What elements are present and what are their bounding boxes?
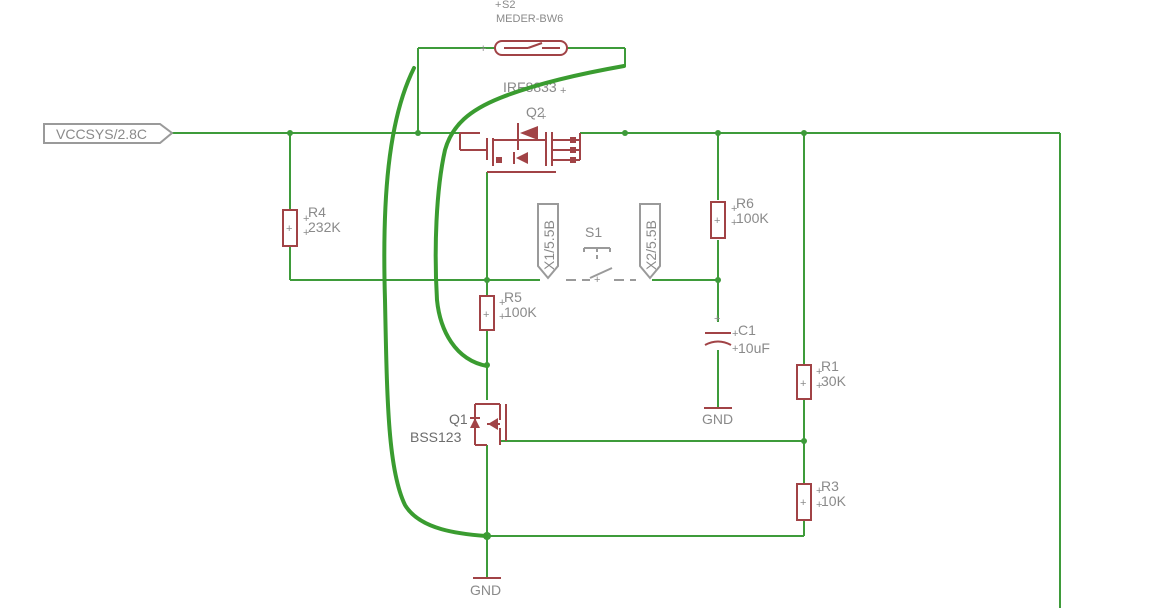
svg-text:+: +	[816, 485, 822, 497]
x2-connector: X2/5.5B	[639, 203, 661, 280]
s1-name: S1	[585, 224, 602, 240]
r3-name: R3	[821, 478, 839, 494]
q1-value: BSS123	[410, 429, 462, 445]
svg-text:+: +	[560, 85, 566, 97]
c1-ground-symbol: GND	[702, 407, 733, 427]
svg-text:+: +	[499, 297, 505, 309]
svg-text:+: +	[800, 497, 806, 509]
junctions	[287, 130, 807, 540]
r4-name: R4	[308, 204, 326, 220]
q1-name: Q1	[449, 411, 468, 427]
vccsys-net-label: VCCSYS/2.8C	[43, 123, 174, 144]
svg-text:+: +	[480, 43, 486, 55]
r3-value: 10K	[821, 493, 847, 509]
vccsys-text: VCCSYS/2.8C	[56, 126, 147, 142]
svg-text:+: +	[731, 203, 737, 215]
svg-text:+: +	[594, 274, 600, 286]
svg-text:+: +	[495, 0, 501, 11]
r1-value: 30K	[821, 373, 847, 389]
gnd-label-bottom: GND	[470, 582, 501, 598]
gnd-label-c1: GND	[702, 411, 733, 427]
c1-capacitor: + + + C1 10uF	[704, 313, 770, 356]
svg-text:+: +	[303, 227, 309, 239]
svg-text:+: +	[714, 215, 720, 227]
s2-reed-switch: + + S2 MEDER-BW6	[480, 0, 568, 56]
r3-resistor: + + + R3 10K	[796, 478, 847, 521]
r1-resistor: + + + R1 30K	[796, 358, 847, 400]
q2-mosfet: + + IRF8833 Q2	[459, 79, 581, 173]
c1-name: C1	[738, 322, 756, 338]
svg-text:+: +	[714, 313, 720, 325]
r1-name: R1	[821, 358, 839, 374]
s2-value: MEDER-BW6	[496, 13, 563, 25]
svg-text:+: +	[499, 311, 505, 323]
s2-name: S2	[502, 0, 515, 11]
r5-name: R5	[504, 289, 522, 305]
r5-resistor: + + + R5 100K	[479, 289, 537, 331]
x1-connector: X1/5.5B	[537, 203, 559, 280]
svg-text:+: +	[816, 366, 822, 378]
svg-text:+: +	[816, 499, 822, 511]
hand-drawn-wires	[382, 64, 626, 538]
r4-value: 232K	[308, 219, 341, 235]
svg-text:+: +	[286, 223, 292, 235]
r6-value: 100K	[736, 210, 769, 226]
x2-name: X2/5.5B	[643, 220, 659, 270]
q1-mosfet: Q1 BSS123	[410, 403, 507, 446]
svg-text:+: +	[540, 111, 546, 123]
svg-text:+: +	[732, 328, 738, 340]
svg-text:+: +	[731, 217, 737, 229]
c1-value: 10uF	[738, 340, 770, 356]
svg-text:+: +	[816, 380, 822, 392]
svg-text:+: +	[800, 378, 806, 390]
s1-pushbutton: + S1	[566, 224, 636, 286]
r4-resistor: + + + R4 232K	[282, 204, 341, 247]
r6-resistor: + + + R6 100K	[710, 195, 769, 239]
svg-text:+: +	[303, 213, 309, 225]
r5-value: 100K	[504, 304, 537, 320]
svg-text:+: +	[483, 309, 489, 321]
q2-name: Q2	[526, 104, 545, 120]
x1-name: X1/5.5B	[541, 220, 557, 270]
svg-text:+: +	[732, 343, 738, 355]
q1-ground-symbol: GND	[470, 577, 501, 598]
wires	[172, 47, 1061, 608]
r6-name: R6	[736, 195, 754, 211]
